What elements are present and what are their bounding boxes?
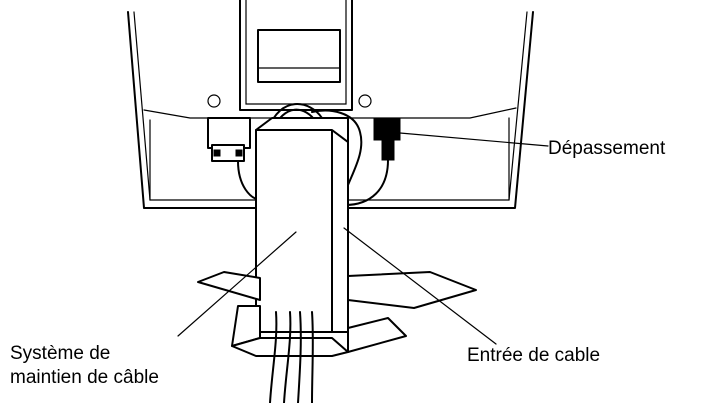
callout-cable-holder-line1: Système de xyxy=(10,343,111,364)
stand-neck xyxy=(239,0,353,111)
leader-overflow xyxy=(399,132,549,147)
cable-holder-column xyxy=(255,117,349,333)
cable-loop-right xyxy=(311,109,363,186)
leader-inlet xyxy=(343,227,497,345)
leader-holder xyxy=(177,231,297,337)
callout-overflow: Dépassement xyxy=(548,138,666,159)
callout-cable-holder-line2: maintien de câble xyxy=(10,367,159,388)
callout-cable-holder: Système de maintien de câble xyxy=(10,342,159,390)
signal-connector xyxy=(207,117,263,201)
exiting-cables xyxy=(269,311,314,404)
stand-base xyxy=(197,271,477,357)
callout-cable-inlet: Entrée de cable xyxy=(467,345,601,366)
screw-hole xyxy=(358,94,372,108)
power-plug xyxy=(344,117,401,206)
screw-hole xyxy=(207,94,221,108)
